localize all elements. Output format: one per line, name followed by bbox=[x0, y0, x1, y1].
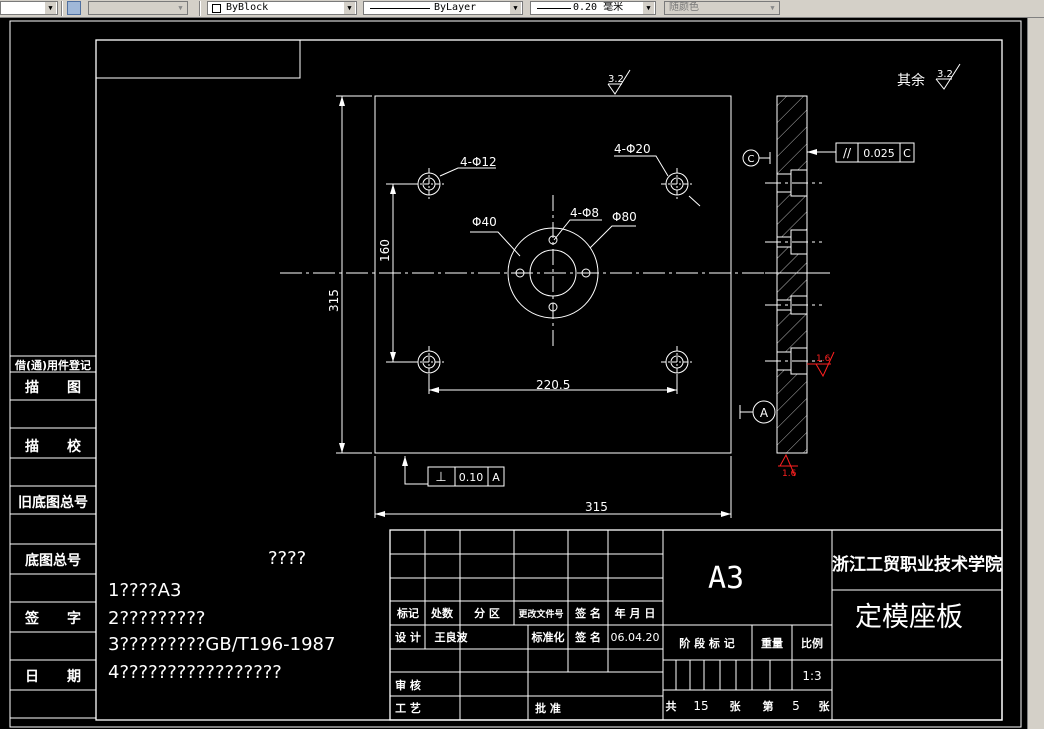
left-record-strip bbox=[10, 355, 96, 719]
paper-size: A3 bbox=[708, 561, 744, 596]
roughness-general-label: 其余 bbox=[897, 72, 925, 89]
page-number-value: 5 bbox=[792, 699, 800, 713]
chevron-down-icon[interactable]: ▼ bbox=[45, 2, 56, 14]
page-unit-label: 张 bbox=[819, 699, 831, 713]
fcf-parallel-value: 0.025 bbox=[863, 147, 895, 160]
perpendicularity-icon: ⊥ bbox=[435, 470, 446, 485]
lineweight-sample-icon bbox=[537, 8, 571, 9]
fcf-parallelism bbox=[835, 142, 915, 163]
color-swatch-icon bbox=[212, 4, 221, 13]
process-label: 工 艺 bbox=[395, 701, 421, 715]
note-line-2: 2????????? bbox=[108, 608, 205, 629]
note-line-3: 3?????????GB/T196-1987 bbox=[108, 634, 335, 655]
header-date: 年 月 日 bbox=[615, 606, 656, 620]
roughness-value-red-right: 1.6 bbox=[816, 354, 831, 364]
vertical-scrollbar[interactable] bbox=[1027, 18, 1044, 729]
chevron-down-icon[interactable]: ▼ bbox=[767, 2, 778, 14]
fcf-parallel-datum: C bbox=[903, 147, 911, 160]
roughness-value-top: 3.2 bbox=[608, 74, 624, 85]
borrowed-part-label: 借(通)用件登记 bbox=[14, 358, 91, 372]
old-master-no-label: 旧底图总号 bbox=[18, 494, 88, 511]
roughness-symbol-red-bottom bbox=[778, 453, 798, 477]
total-sheets-value: 15 bbox=[693, 699, 708, 713]
fcf-perp-value: 0.10 bbox=[459, 471, 484, 484]
layer-previous-icon[interactable] bbox=[67, 1, 81, 15]
dimension-arrows bbox=[339, 96, 731, 517]
drawing-canvas[interactable]: 借(通)用件登记 描 图 描 校 旧底图总号 底图总号 签 字 日 期 bbox=[0, 18, 1028, 729]
lineweight-value: 0.20 毫米 bbox=[573, 2, 624, 13]
header-zone: 分 区 bbox=[474, 606, 500, 620]
roughness-symbol-red-right bbox=[807, 351, 835, 378]
fcf-perpendicularity bbox=[427, 466, 505, 487]
datum-c-label: C bbox=[748, 154, 755, 165]
chevron-down-icon[interactable]: ▼ bbox=[175, 2, 186, 14]
linetype-value: ByLayer bbox=[434, 2, 477, 13]
scale-value: 1:3 bbox=[802, 669, 821, 683]
color-value: ByBlock bbox=[226, 2, 269, 13]
note-line-4: 4????????????????? bbox=[108, 662, 282, 683]
plotstyle-value: 随颜色 bbox=[669, 2, 699, 13]
fcf-perp-datum: A bbox=[492, 471, 500, 484]
traced-check-label: 描 校 bbox=[25, 438, 82, 455]
date-label: 日 期 bbox=[25, 669, 81, 685]
side-view bbox=[739, 95, 836, 454]
master-no-label: 底图总号 bbox=[25, 552, 81, 569]
date-value: 06.04.20 bbox=[611, 631, 660, 644]
dim-315-horizontal: 315 bbox=[585, 500, 608, 514]
header-sign: 签 名 bbox=[574, 606, 601, 620]
datum-a-label: A bbox=[760, 406, 769, 420]
toolbar-separator bbox=[199, 1, 201, 16]
header-doc-no: 更改文件号 bbox=[518, 608, 563, 620]
note-line-1: 1????A3 bbox=[108, 580, 181, 601]
notes-title: ???? bbox=[268, 548, 306, 569]
school-name: 浙江工贸职业技术学院 bbox=[832, 554, 1002, 575]
roughness-value-general: 3.2 bbox=[937, 69, 953, 80]
layer-dropdown[interactable]: ▼ bbox=[0, 1, 58, 15]
roughness-value-red-bottom: 1.6 bbox=[782, 469, 797, 479]
plotstyle-dropdown[interactable]: 随颜色 ▼ bbox=[664, 1, 780, 15]
lineweight-dropdown[interactable]: 0.20 毫米 ▼ bbox=[530, 1, 656, 15]
dim-220-5: 220.5 bbox=[536, 378, 570, 392]
part-name: 定模座板 bbox=[855, 602, 963, 633]
named-view-dropdown[interactable]: ▼ bbox=[88, 1, 188, 15]
parallelism-icon: // bbox=[843, 146, 852, 160]
linetype-dropdown[interactable]: ByLayer ▼ bbox=[363, 1, 523, 15]
dim-phi40: Φ40 bbox=[472, 215, 497, 229]
roughness-symbol-general bbox=[935, 63, 961, 90]
scale-label: 比例 bbox=[801, 636, 823, 650]
sheets-label: 张 bbox=[730, 699, 742, 713]
stage-mark-label: 阶 段 标 记 bbox=[679, 636, 735, 650]
drawn-label: 描 图 bbox=[25, 379, 81, 396]
color-dropdown[interactable]: ByBlock ▼ bbox=[207, 1, 357, 15]
sign-label: 签 名 bbox=[574, 630, 601, 644]
weight-label: 重量 bbox=[761, 636, 783, 650]
dim-phi80: Φ80 bbox=[612, 210, 637, 224]
signature-label: 签 字 bbox=[24, 610, 81, 627]
toolbar-separator bbox=[61, 1, 63, 16]
approve-label: 批 准 bbox=[535, 701, 561, 715]
standardization-label: 标准化 bbox=[531, 630, 565, 644]
design-label: 设 计 bbox=[395, 630, 421, 644]
dim-4-phi12: 4-Φ12 bbox=[460, 155, 497, 169]
chevron-down-icon[interactable]: ▼ bbox=[510, 2, 521, 14]
header-mark: 标记 bbox=[396, 606, 419, 620]
dim-4-phi20: 4-Φ20 bbox=[614, 142, 651, 156]
properties-toolbar: ▼ ▼ ByBlock ▼ ByLayer ▼ 0.20 毫米 ▼ 随颜色 ▼ bbox=[0, 0, 1044, 18]
designer-name: 王良波 bbox=[435, 630, 469, 644]
chevron-down-icon[interactable]: ▼ bbox=[643, 2, 654, 14]
dim-160: 160 bbox=[378, 239, 392, 262]
total-label: 共 bbox=[666, 699, 677, 713]
front-view bbox=[280, 95, 830, 518]
review-label: 审 核 bbox=[395, 678, 421, 692]
title-block bbox=[389, 529, 1003, 721]
linetype-sample-icon bbox=[370, 8, 430, 9]
chevron-down-icon[interactable]: ▼ bbox=[344, 2, 355, 14]
header-count: 处数 bbox=[430, 606, 454, 620]
page-label: 第 bbox=[763, 699, 774, 713]
dim-315-vertical: 315 bbox=[327, 289, 341, 312]
dim-4-phi8: 4-Φ8 bbox=[570, 206, 599, 220]
roughness-symbol-top bbox=[607, 69, 631, 95]
